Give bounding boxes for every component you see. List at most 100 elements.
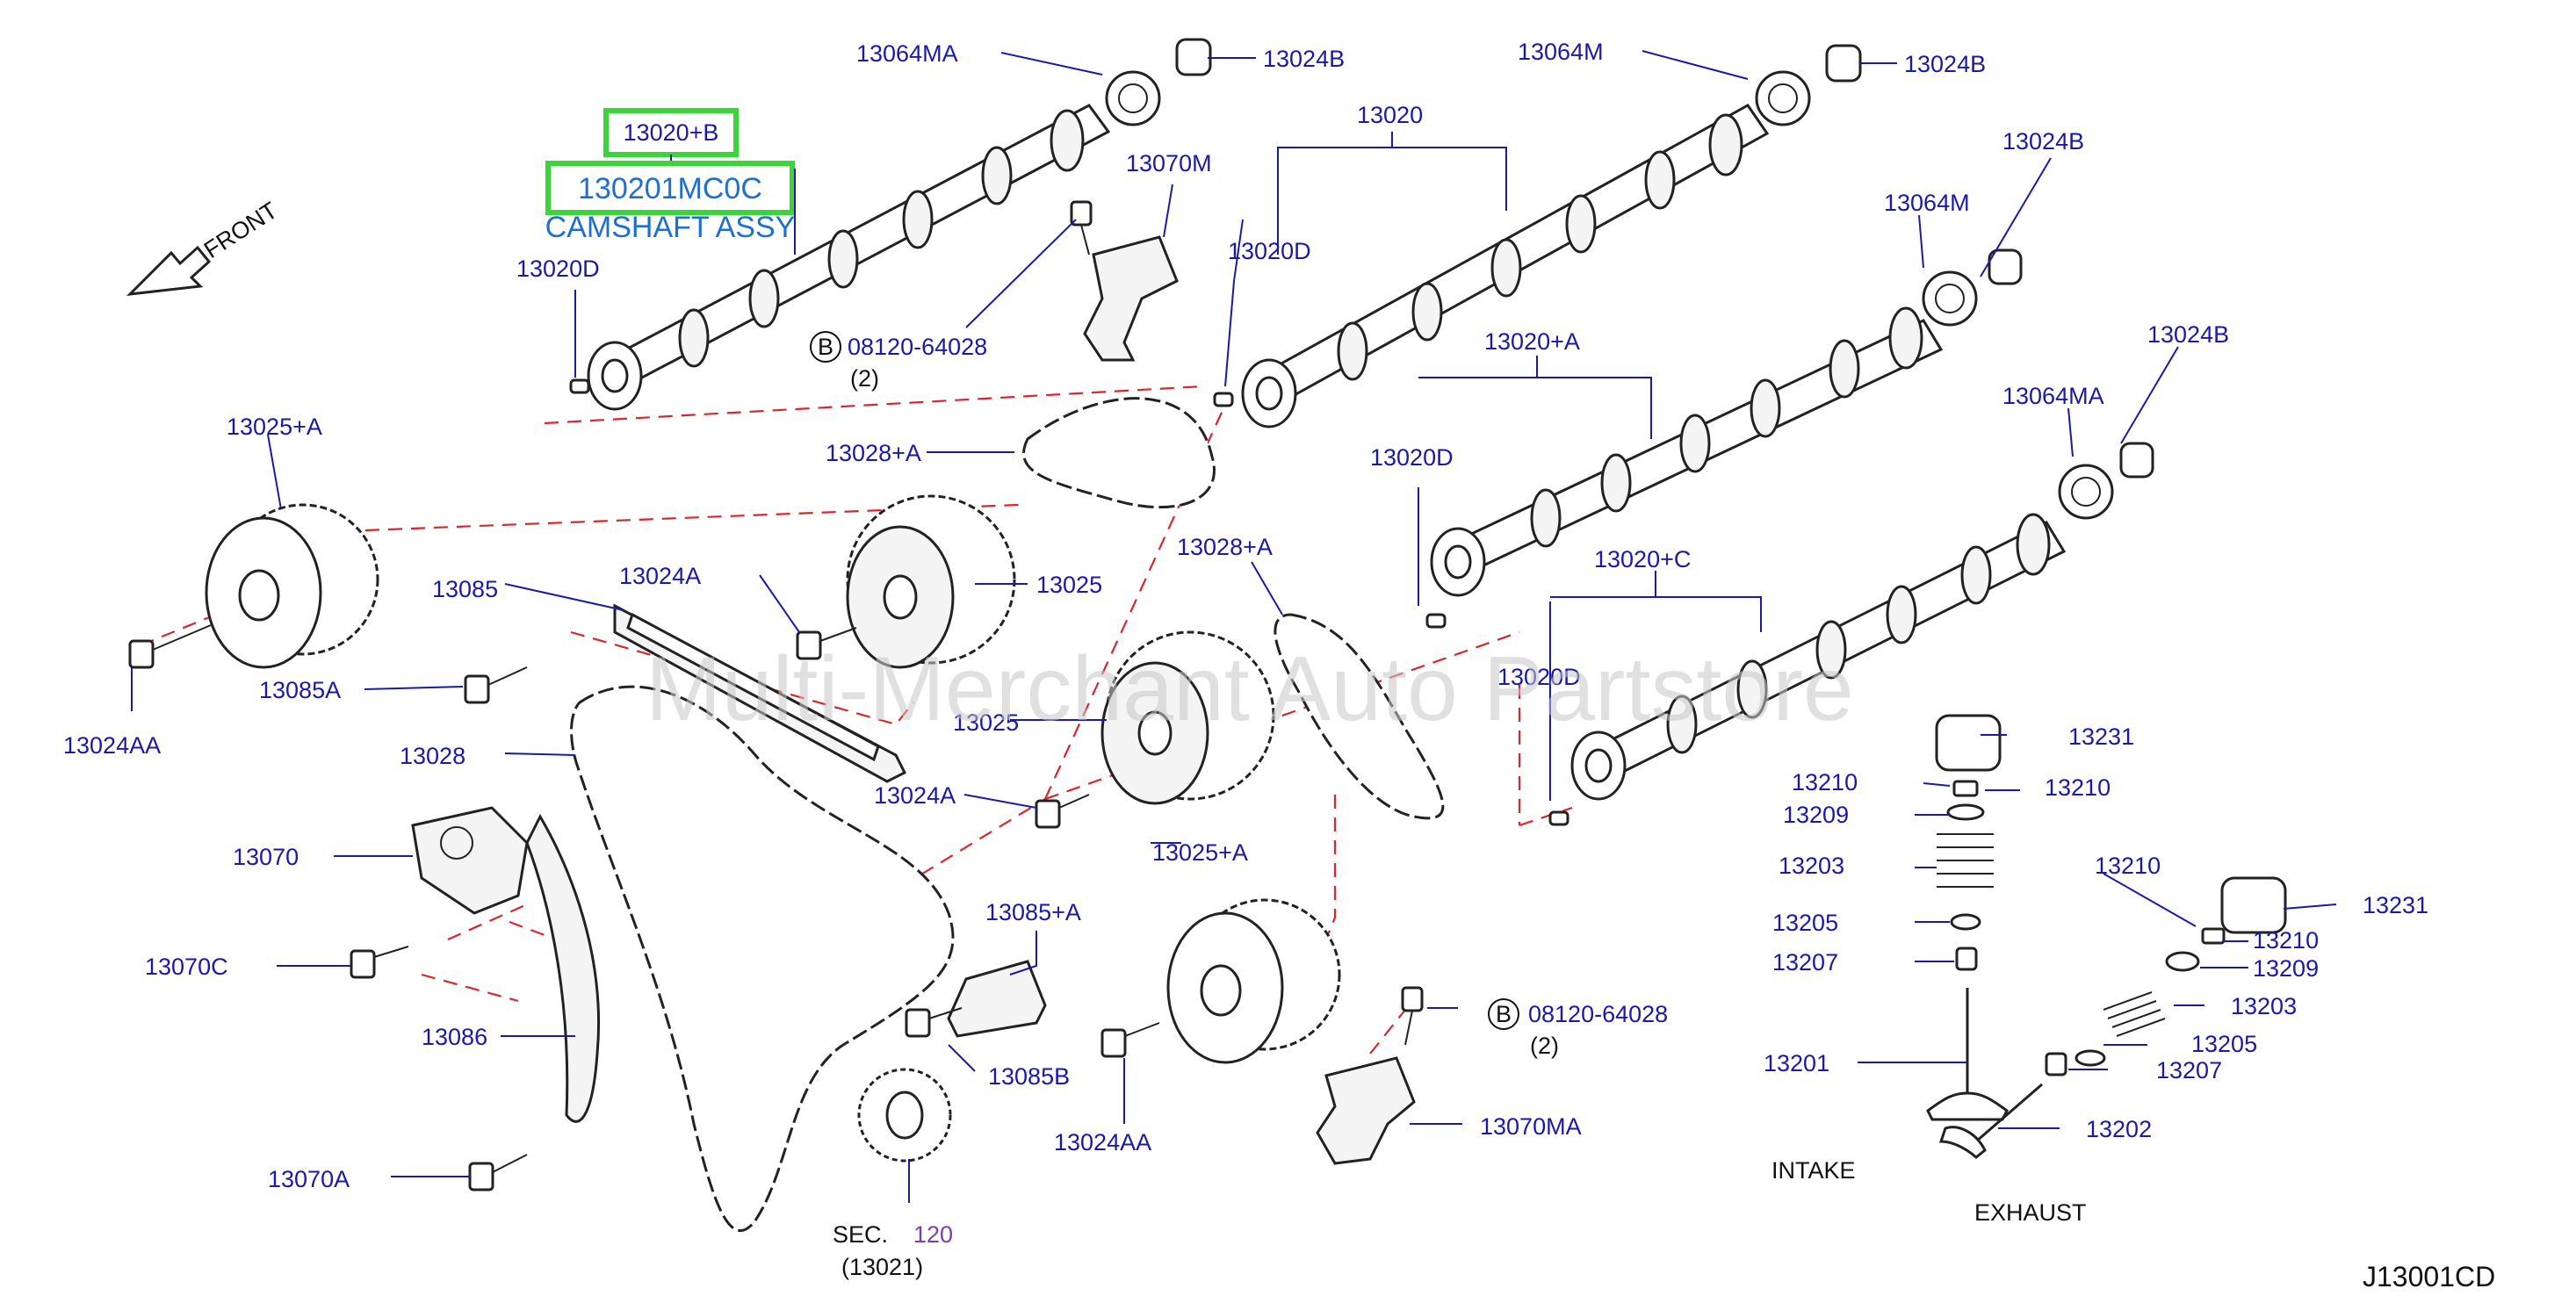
camshaft-13020[interactable] bbox=[1241, 104, 1770, 428]
label-13086[interactable]: 13086 bbox=[422, 1024, 487, 1050]
label-13028A[interactable]: 13028+A bbox=[826, 440, 921, 466]
label-13024B[interactable]: 13024B bbox=[1904, 51, 1986, 77]
label-13024B[interactable]: 13024B bbox=[1263, 46, 1345, 72]
label-13020D[interactable]: 13020D bbox=[1228, 238, 1311, 264]
label-13203[interactable]: 13203 bbox=[1779, 853, 1844, 879]
bolt-part-number[interactable]: 08120-64028 bbox=[848, 334, 987, 360]
label-13070MA[interactable]: 13070MA bbox=[1480, 1113, 1582, 1140]
intake-label: INTAKE bbox=[1771, 1157, 1856, 1184]
label-13020A[interactable]: 13020+A bbox=[1484, 328, 1580, 355]
bolt-qty: (2) bbox=[1530, 1033, 1559, 1059]
label-13020D[interactable]: 13020D bbox=[1497, 664, 1581, 690]
label-13210[interactable]: 13210 bbox=[1792, 769, 1858, 795]
label-13231[interactable]: 13231 bbox=[2068, 723, 2134, 750]
label-13207[interactable]: 13207 bbox=[2156, 1057, 2222, 1083]
label-13209[interactable]: 13209 bbox=[1783, 802, 1849, 828]
label-13203[interactable]: 13203 bbox=[2231, 993, 2297, 1019]
valve-exhaust[interactable] bbox=[1938, 876, 2287, 1159]
sec-reference[interactable]: SEC. 120 (13021) bbox=[833, 1221, 953, 1280]
label-13070[interactable]: 13070 bbox=[233, 844, 299, 870]
label-13020[interactable]: 13020 bbox=[1357, 102, 1423, 128]
part-labels: 13064MA 13024B 13064M 13024B 13020 13070… bbox=[63, 39, 2428, 1192]
label-13209[interactable]: 13209 bbox=[2253, 955, 2319, 982]
label-13085[interactable]: 13085 bbox=[432, 576, 498, 602]
label-13025[interactable]: 13025 bbox=[1036, 572, 1102, 598]
valve-intake[interactable] bbox=[1926, 714, 2009, 1121]
leader-lines bbox=[131, 50, 2337, 1203]
label-13064M[interactable]: 13064M bbox=[1518, 39, 1604, 65]
highlight-part-box bbox=[545, 161, 795, 215]
bolt-callout-bottom[interactable]: B 08120-64028 (2) bbox=[1488, 998, 1668, 1059]
label-13205[interactable]: 13205 bbox=[2191, 1031, 2257, 1057]
label-13024A[interactable]: 13024A bbox=[874, 782, 956, 809]
circled-b-icon bbox=[1488, 998, 1519, 1030]
sec-sub: (13021) bbox=[841, 1254, 923, 1280]
label-13070C[interactable]: 13070C bbox=[145, 954, 228, 980]
label-13202[interactable]: 13202 bbox=[2086, 1116, 2152, 1142]
highlight-callout[interactable]: 13020+B 130201MC0C CAMSHAFT ASSY bbox=[545, 108, 796, 255]
label-13210[interactable]: 13210 bbox=[2045, 774, 2111, 801]
label-13210[interactable]: 13210 bbox=[2253, 927, 2319, 954]
sec-number[interactable]: 120 bbox=[913, 1221, 953, 1248]
tensioner-13070M[interactable] bbox=[1083, 235, 1179, 362]
label-13085A-plus[interactable]: 13085+A bbox=[985, 899, 1081, 925]
tensioner-13070MA[interactable] bbox=[1316, 1056, 1416, 1165]
label-13064M[interactable]: 13064M bbox=[1884, 190, 1970, 216]
label-13064MA[interactable]: 13064MA bbox=[2002, 383, 2104, 409]
bolt-part-number[interactable]: 08120-64028 bbox=[1528, 1001, 1668, 1027]
label-13024B[interactable]: 13024B bbox=[2002, 128, 2084, 155]
label-13205[interactable]: 13205 bbox=[1772, 910, 1838, 936]
label-13025[interactable]: 13025 bbox=[953, 709, 1019, 736]
highlight-description: CAMSHAFT ASSY bbox=[545, 211, 796, 244]
label-13020C[interactable]: 13020+C bbox=[1594, 546, 1691, 572]
bolt-callout-top[interactable]: B 08120-64028 (2) bbox=[810, 331, 987, 392]
chain-13028A-upper[interactable] bbox=[1022, 397, 1216, 509]
sprocket-13025-mid[interactable] bbox=[1100, 630, 1275, 805]
highlight-part-number[interactable]: 130201MC0C bbox=[578, 172, 762, 205]
sprocket-13025-top[interactable] bbox=[846, 494, 1016, 669]
label-13024A[interactable]: 13024A bbox=[619, 563, 701, 589]
label-13085A[interactable]: 13085A bbox=[259, 677, 341, 703]
dowel-pins bbox=[569, 378, 1569, 826]
label-13207[interactable]: 13207 bbox=[1772, 949, 1838, 975]
circled-b-icon bbox=[810, 331, 841, 363]
exhaust-label: EXHAUST bbox=[1974, 1199, 2087, 1226]
camshaft-13020B[interactable] bbox=[587, 104, 1111, 411]
label-13201[interactable]: 13201 bbox=[1764, 1050, 1829, 1076]
chain-13028[interactable] bbox=[570, 685, 955, 1233]
front-arrow-icon bbox=[126, 245, 212, 296]
label-13024AA[interactable]: 13024AA bbox=[1054, 1129, 1151, 1155]
guide-13086[interactable] bbox=[525, 813, 601, 1123]
label-13028[interactable]: 13028 bbox=[400, 743, 465, 769]
bracket-13085Aplus[interactable] bbox=[947, 960, 1047, 1038]
watermark: Multi-Merchant Auto Partstore bbox=[646, 638, 1854, 740]
label-13070A[interactable]: 13070A bbox=[268, 1166, 350, 1192]
camshaft-13020A[interactable] bbox=[1430, 306, 1944, 597]
label-13020D[interactable]: 13020D bbox=[1370, 444, 1454, 471]
chain-13028A-lower[interactable] bbox=[1274, 613, 1445, 820]
label-13025A[interactable]: 13025+A bbox=[1152, 839, 1248, 866]
sec-label: SEC. bbox=[833, 1221, 888, 1248]
diagram-code: J13001CD bbox=[2363, 1261, 2495, 1292]
sprocket-13025A-top[interactable] bbox=[205, 503, 379, 669]
crank-sprocket[interactable] bbox=[857, 1068, 952, 1163]
label-13024B[interactable]: 13024B bbox=[2147, 321, 2229, 348]
label-13024AA[interactable]: 13024AA bbox=[63, 732, 161, 759]
label-13025A[interactable]: 13025+A bbox=[227, 414, 322, 440]
label-13210[interactable]: 13210 bbox=[2095, 853, 2161, 879]
label-13085B[interactable]: 13085B bbox=[988, 1063, 1070, 1090]
bolt-badge: B bbox=[1496, 1001, 1512, 1027]
sprocket-13025A-bottom[interactable] bbox=[1166, 898, 1341, 1064]
label-13020D[interactable]: 13020D bbox=[516, 256, 600, 282]
guide-13085[interactable] bbox=[613, 603, 907, 783]
label-13231[interactable]: 13231 bbox=[2363, 892, 2428, 918]
label-13064MA[interactable]: 13064MA bbox=[856, 40, 958, 67]
label-13028A[interactable]: 13028+A bbox=[1177, 534, 1273, 560]
tensioner-13070[interactable] bbox=[411, 806, 529, 915]
label-13070M[interactable]: 13070M bbox=[1126, 150, 1212, 176]
camshaft-13020C[interactable] bbox=[1570, 513, 2067, 801]
front-label: FRONT bbox=[199, 197, 282, 263]
cam-seals bbox=[1105, 38, 2154, 520]
highlight-ref: 13020+B bbox=[624, 119, 719, 146]
